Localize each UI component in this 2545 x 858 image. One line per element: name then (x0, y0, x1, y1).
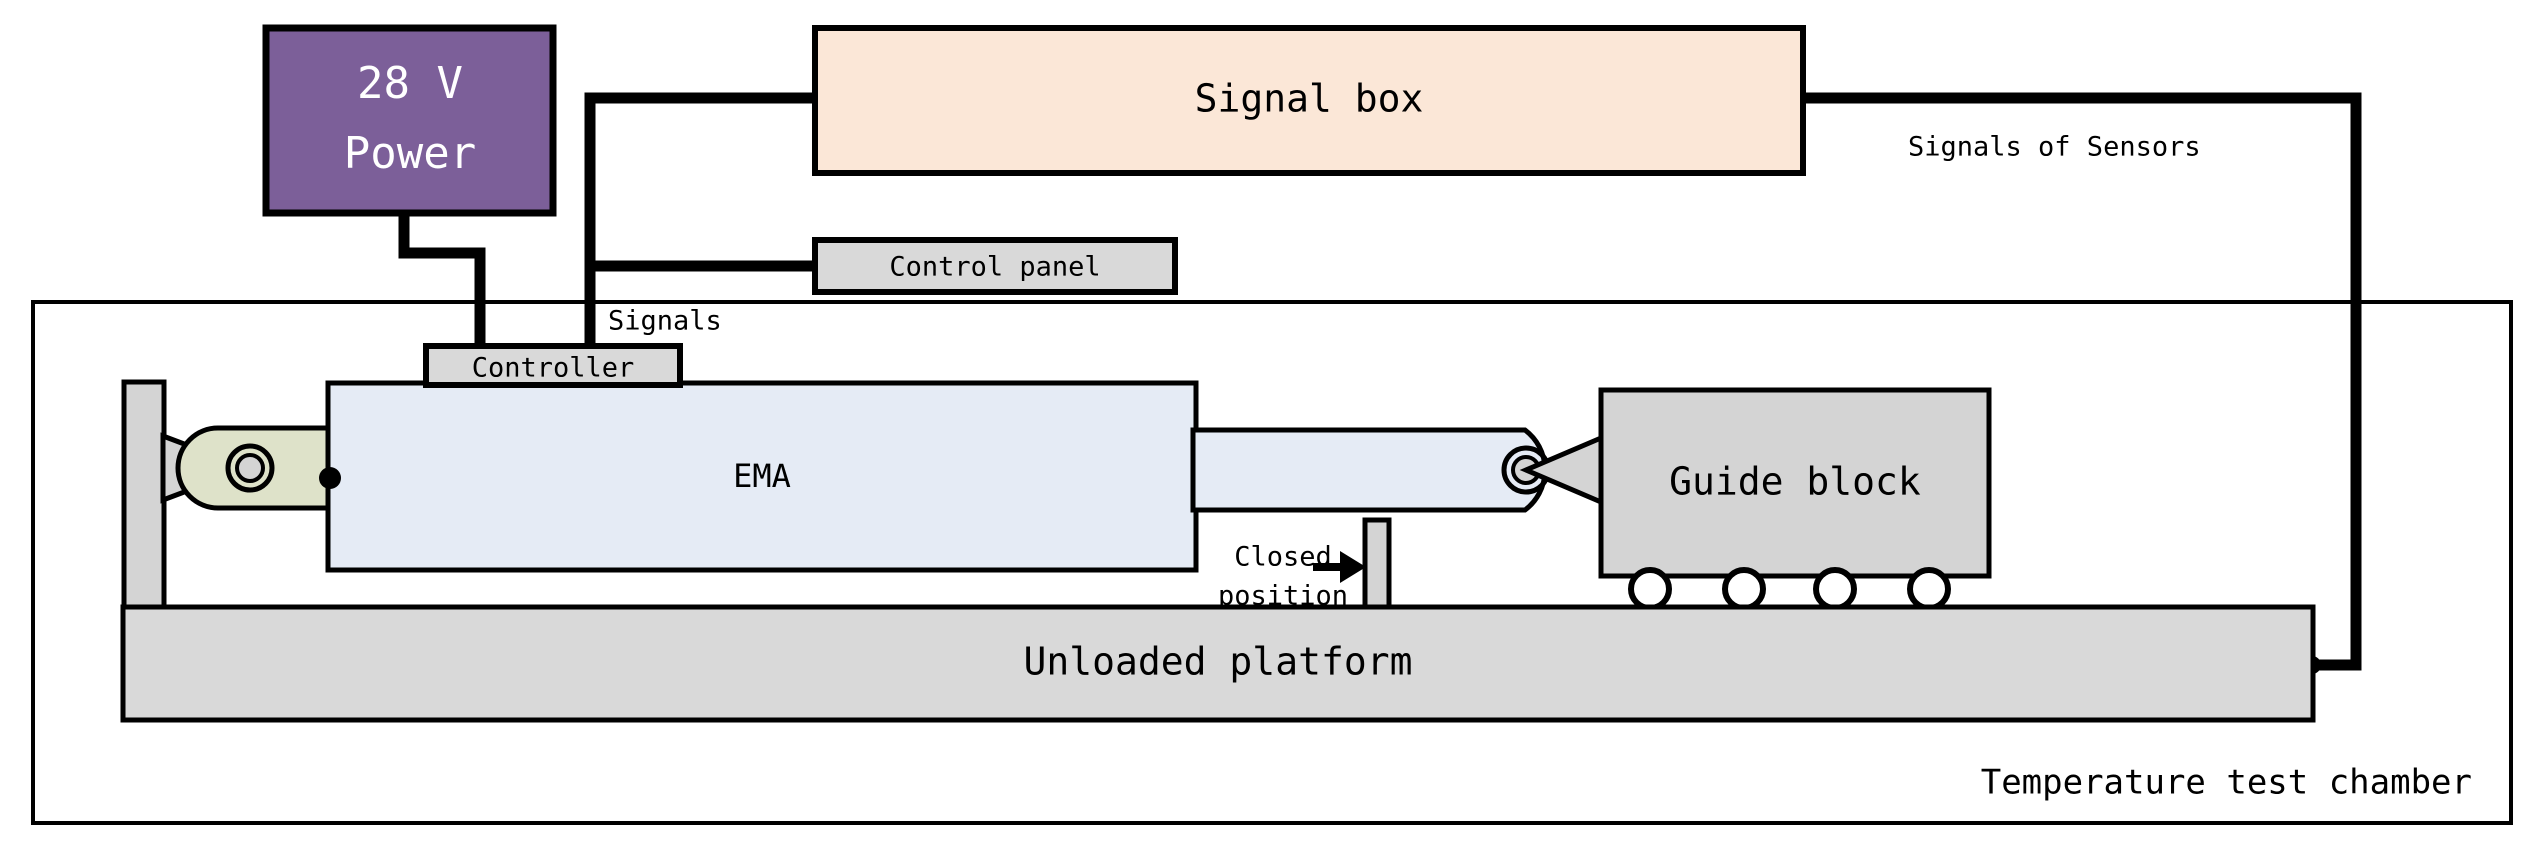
ema-body (325, 380, 1199, 573)
signals-of-sensors-label: Signals of Sensors (1908, 132, 2201, 163)
temperature-test-chamber[interactable]: Temperature test chamber (31, 300, 2513, 825)
guide-block-assembly[interactable]: Guide block (1598, 387, 1992, 611)
rear-pivot-outer-ring (225, 443, 275, 493)
control-panel-block[interactable]: Control panel (812, 237, 1178, 295)
guide-block-label: Guide block (1669, 460, 1921, 504)
wheel (1813, 567, 1857, 611)
ema-assembly[interactable]: EMA (319, 380, 1199, 573)
power-label-line2: Power (344, 128, 476, 179)
platform-label: Unloaded platform (1024, 640, 1413, 684)
signal-box-body (812, 25, 1806, 176)
power-supply-body (262, 24, 557, 217)
controller-block[interactable]: Controller (423, 343, 683, 388)
chamber-label: Temperature test chamber (1981, 763, 2472, 803)
wire-annotations: Signals Signals of Sensors (608, 132, 2201, 337)
rear-clevis-joint (160, 425, 333, 511)
controller-body (423, 343, 683, 388)
wheel (1628, 567, 1672, 611)
guide-block-body (1598, 387, 1992, 579)
closed-position-arrowhead-icon (1340, 551, 1366, 583)
controller-label: Controller (472, 353, 635, 384)
rear-pivot-inner-bore (235, 453, 265, 483)
mount-post-body (121, 379, 167, 610)
signal-box-block[interactable]: Signal box (812, 25, 1806, 176)
actuator-rod-body (1190, 427, 1548, 513)
closed-position-stop (1362, 517, 1392, 618)
signal-box-label: Signal box (1195, 77, 1424, 121)
closed-position-label-line1: Closed (1234, 542, 1332, 573)
wheel (1907, 567, 1951, 611)
ema-label: EMA (733, 457, 791, 495)
chamber-outline (31, 300, 2513, 825)
wire-power-to-controller (398, 212, 486, 352)
actuator-rod-assembly (1190, 427, 1604, 513)
wire-sensors-to-platform (1803, 92, 2362, 671)
left-mount-post (121, 379, 167, 610)
control-panel-body (812, 237, 1178, 295)
wheel (1722, 567, 1766, 611)
unloaded-platform[interactable]: Unloaded platform (120, 604, 2316, 723)
closed-position-marker: Closed position (1218, 517, 1392, 618)
power-label-line1: 28 V (357, 58, 463, 109)
ema-mount-dot (319, 467, 341, 489)
control-panel-label: Control panel (889, 252, 1100, 283)
signals-label: Signals (608, 306, 722, 337)
platform-body (120, 604, 2316, 723)
power-supply-block[interactable]: 28 V Power (262, 24, 557, 217)
